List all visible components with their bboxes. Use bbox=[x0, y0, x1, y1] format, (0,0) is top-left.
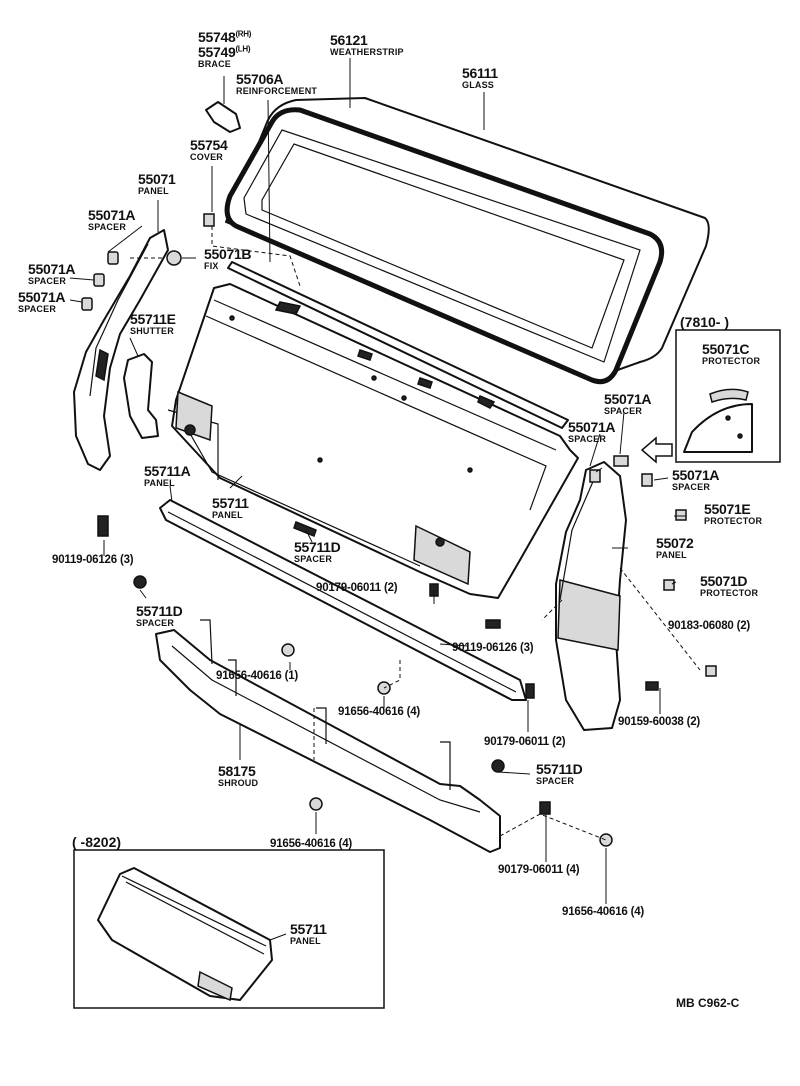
brace-55748 bbox=[205, 101, 241, 133]
cover-55754 bbox=[203, 213, 215, 227]
spacer-55071A-6 bbox=[641, 473, 653, 487]
label-55748: 55748(RH) bbox=[198, 29, 252, 45]
spacer-55071A-5 bbox=[589, 469, 601, 483]
inset-title-bottom: ( -8202) bbox=[72, 834, 122, 850]
inset-panel-55711 bbox=[97, 867, 273, 1001]
label-91656-d: 91656-40616 (4) bbox=[562, 906, 645, 918]
protector-55071D bbox=[663, 579, 675, 591]
spacer-55071A-1 bbox=[107, 251, 119, 265]
shutter-55711E bbox=[123, 353, 159, 439]
diagram-code: MB C962-C bbox=[676, 996, 740, 1010]
spacer-55071A-2 bbox=[93, 273, 105, 287]
label-90179-a: 90179-06011 (2) bbox=[316, 582, 398, 594]
label-90179-b: 90179-06011 (2) bbox=[484, 736, 566, 748]
clip-90179-c bbox=[539, 801, 551, 815]
clip-90179-b bbox=[525, 683, 535, 699]
clip-55711D-3 bbox=[491, 759, 505, 773]
fix-55071B bbox=[166, 250, 182, 266]
left-panel-55071 bbox=[73, 229, 169, 471]
clip-90183 bbox=[705, 665, 717, 677]
inset-arrow bbox=[640, 436, 673, 464]
clip-55711D-2 bbox=[133, 575, 147, 589]
label-91656-a: 91656-40616 (1) bbox=[216, 670, 299, 682]
bolt-90119-a bbox=[97, 515, 109, 537]
label-91656-c: 91656-40616 (4) bbox=[270, 838, 353, 850]
nut-91656-d bbox=[599, 833, 613, 847]
bolt-90119-b bbox=[485, 619, 501, 629]
spacer-55071A-4 bbox=[613, 455, 629, 467]
label-55749: 55749(LH) BRACE bbox=[198, 44, 251, 69]
reinforcement-55706A bbox=[227, 261, 569, 429]
spacer-55711D-1 bbox=[293, 521, 317, 537]
inset-box-bottom bbox=[73, 849, 385, 1009]
bolt-90159 bbox=[645, 681, 659, 691]
label-90179-c: 90179-06011 (4) bbox=[498, 864, 580, 876]
label-90119-b: 90119-06126 (3) bbox=[452, 642, 534, 654]
inset-box-right bbox=[675, 329, 781, 463]
protector-55071E bbox=[675, 509, 687, 521]
label-90159: 90159-60038 (2) bbox=[618, 716, 701, 728]
nut-91656-a bbox=[281, 643, 295, 657]
label-91656-b: 91656-40616 (4) bbox=[338, 706, 421, 718]
weatherstrip-56121 bbox=[224, 107, 665, 385]
protector-55071C bbox=[709, 388, 749, 403]
label-90183: 90183-06080 (2) bbox=[668, 620, 751, 632]
inset-title-right: (7810- ) bbox=[680, 314, 730, 330]
nut-91656-c bbox=[309, 797, 323, 811]
door-panel-55711 bbox=[171, 283, 579, 599]
label-90119-a: 90119-06126 (3) bbox=[52, 554, 134, 566]
spacer-55071A-3 bbox=[81, 297, 93, 311]
